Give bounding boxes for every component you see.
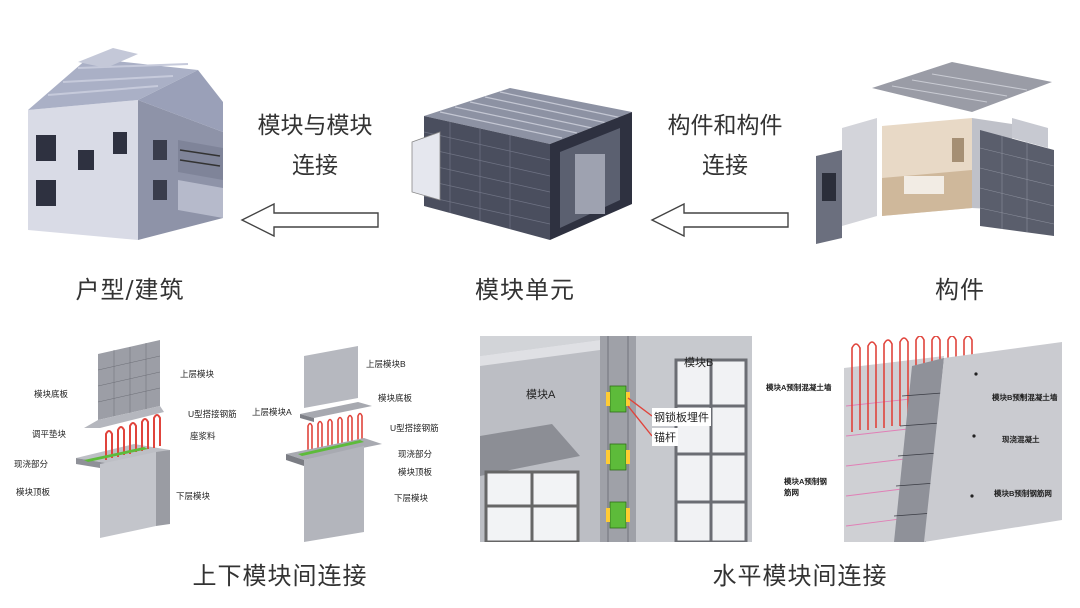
vertical-connection-drawing-2	[286, 346, 382, 542]
horizontal-connection-drawing-3	[480, 336, 752, 542]
p1-leveling-pad: 调平垫块	[32, 429, 67, 439]
module-unit-illustration	[411, 88, 632, 240]
component-exploded-illustration	[816, 62, 1055, 244]
p1-module-top-plate: 模块顶板	[16, 487, 51, 497]
p4-cast-concrete: 现浇混凝土	[1002, 435, 1040, 444]
horizontal-connection-panel-3: 模块A 模块B 钢锁板埋件 锚杆	[480, 336, 752, 542]
horizontal-connection-caption: 水平模块间连接	[712, 562, 888, 590]
p2-cast-in-place: 现浇部分	[398, 449, 433, 459]
conn-component-label-2: 连接	[702, 153, 748, 179]
p1-u-rebar: U型搭接钢筋	[188, 409, 237, 419]
horizontal-connection-panel-4: 模块A预制混凝土墙 模块B预制混凝土墙 现浇混凝土 模块A预制钢筋网 模块B预制…	[762, 336, 1066, 542]
p3-anchor: 锚杆	[652, 428, 678, 446]
conn-module-label-2: 连接	[292, 153, 338, 179]
vertical-connection-panel-2: 上层模块B 上层模块A 模块底板 U型搭接钢筋 现浇部分 模块顶板 下层模块	[248, 336, 470, 542]
module-unit-label: 模块单元	[475, 276, 575, 304]
building-label: 户型/建筑	[75, 276, 185, 304]
p1-grout: 座浆料	[190, 431, 216, 441]
vertical-connection-caption: 上下模块间连接	[192, 562, 368, 590]
vertical-connection-panel-1: 上层模块 模块底板 U型搭接钢筋 调平垫块 座浆料 现浇部分 模块顶板 下层模块	[14, 336, 240, 542]
p1-lower-module: 下层模块	[176, 491, 211, 501]
p1-upper-module: 上层模块	[180, 369, 215, 379]
conn-component-label-1: 构件和构件	[667, 113, 783, 139]
p2-upper-module-b: 上层模块B	[366, 359, 406, 369]
component-label: 构件	[935, 276, 985, 304]
building-illustration	[28, 48, 223, 240]
p2-module-top-plate: 模块顶板	[398, 467, 433, 477]
p3-steel-lock: 钢锁板埋件	[652, 408, 711, 426]
p3-module-a: 模块A	[526, 389, 556, 401]
conn-module-label-1: 模块与模块	[257, 113, 373, 139]
p2-u-rebar: U型搭接钢筋	[390, 423, 439, 433]
p1-module-bottom-plate: 模块底板	[34, 389, 69, 399]
p2-upper-module-a: 上层模块A	[252, 407, 292, 417]
p1-cast-in-place: 现浇部分	[14, 459, 49, 469]
arrow-left-icon-2	[650, 202, 789, 238]
arrow-left-icon	[240, 202, 379, 238]
p3-module-b: 模块B	[684, 357, 714, 369]
p4-wall-b: 模块B预制混凝土墙	[992, 393, 1058, 402]
p4-mesh-a: 模块A预制钢筋网	[784, 477, 827, 497]
p2-module-bottom-plate: 模块底板	[378, 393, 413, 403]
horizontal-connection-drawing-4	[844, 336, 1062, 542]
p2-lower-module: 下层模块	[394, 493, 429, 503]
p4-mesh-b: 模块B预制钢筋网	[994, 489, 1052, 498]
vertical-connection-drawing-1	[76, 340, 170, 538]
p4-wall-a: 模块A预制混凝土墙	[766, 383, 832, 392]
